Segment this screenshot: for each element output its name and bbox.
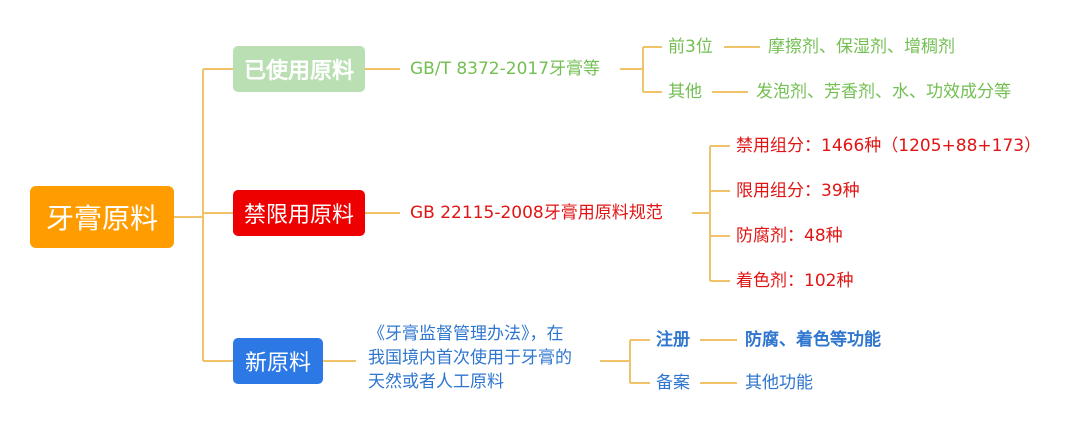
new-filing-label: 备案 bbox=[656, 373, 690, 393]
used-standard: GB/T 8372-2017牙膏等 bbox=[410, 59, 601, 79]
restricted-item: 限用组分：39种 bbox=[736, 181, 860, 201]
used-materials-label: 已使用原料 bbox=[243, 59, 354, 84]
restricted-item: 着色剂：102种 bbox=[736, 271, 854, 291]
new-register-value: 防腐、着色等功能 bbox=[745, 330, 881, 350]
restricted-standard: GB 22115-2008牙膏用原料规范 bbox=[410, 203, 663, 223]
restricted-item: 禁用组分：1466种（1205+88+173） bbox=[736, 136, 1042, 156]
used-other-label: 其他 bbox=[668, 82, 702, 102]
root-label: 牙膏原料 bbox=[45, 202, 158, 235]
new-description-line: 天然或者人工原料 bbox=[368, 372, 504, 392]
new-register-label: 注册 bbox=[656, 330, 690, 350]
new-description-line: 我国境内首次使用于牙膏的 bbox=[368, 348, 572, 368]
used-materials-node[interactable]: 已使用原料 bbox=[233, 46, 365, 92]
new-materials-label: 新原料 bbox=[244, 351, 311, 376]
restricted-item: 防腐剂：48种 bbox=[736, 226, 843, 246]
new-description-line: 《牙膏监督管理办法》，在 bbox=[368, 324, 564, 344]
restricted-materials-label: 禁限用原料 bbox=[243, 203, 354, 228]
used-top3-value: 摩擦剂、保湿剂、增稠剂 bbox=[768, 37, 955, 57]
new-materials-node[interactable]: 新原料 bbox=[233, 338, 323, 384]
new-description: 《牙膏监督管理办法》，在 我国境内首次使用于牙膏的 天然或者人工原料 bbox=[368, 322, 608, 394]
new-filing-value: 其他功能 bbox=[745, 373, 813, 393]
used-other-value: 发泡剂、芳香剂、水、功效成分等 bbox=[756, 82, 1011, 102]
restricted-materials-node[interactable]: 禁限用原料 bbox=[233, 190, 365, 236]
used-top3-label: 前3位 bbox=[668, 37, 713, 57]
root-node[interactable]: 牙膏原料 bbox=[30, 186, 174, 248]
